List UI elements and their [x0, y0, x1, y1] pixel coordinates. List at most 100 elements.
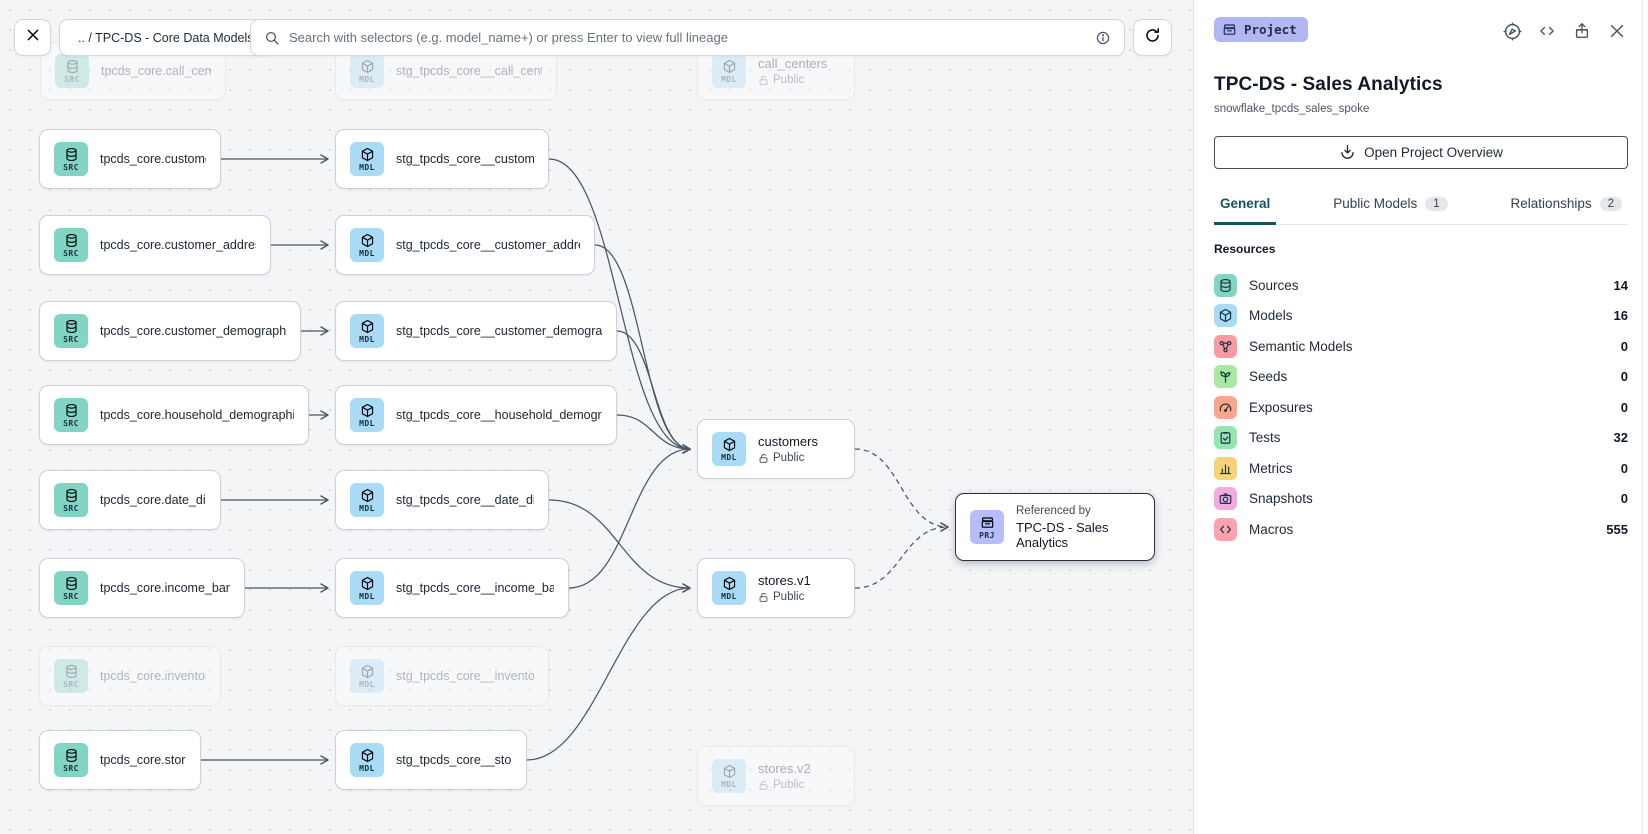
node-type-badge: MDL — [712, 54, 746, 88]
lineage-canvas[interactable]: SRCtpcds_core.call_centerSRCtpcds_core.c… — [0, 0, 1193, 834]
node-label: stg_tpcds_core__household_demogr… — [396, 408, 602, 422]
node-type-badge: MDL — [350, 54, 384, 88]
database-icon — [65, 320, 77, 333]
database-icon — [65, 148, 77, 161]
code-brackets-icon — [1220, 525, 1231, 534]
resource-icon-tile — [1214, 456, 1237, 480]
node-type-label: MDL — [359, 249, 375, 258]
database-icon — [1220, 278, 1231, 292]
resource-label: Semantic Models — [1249, 338, 1353, 354]
lineage-node-store_src[interactable]: SRC tpcds_core.store — [39, 730, 201, 790]
resource-icon-tile — [1214, 487, 1237, 511]
resource-label: Snapshots — [1249, 491, 1313, 507]
node-access: Public — [758, 452, 818, 464]
resource-icon-tile — [1214, 334, 1237, 358]
node-type-badge: MDL — [350, 398, 384, 432]
open-project-overview-label: Open Project Overview — [1364, 145, 1503, 160]
open-project-overview-button[interactable]: Open Project Overview — [1214, 136, 1628, 169]
unlock-icon — [759, 780, 768, 790]
node-type-label: SRC — [63, 504, 79, 513]
edge-customers_pub-to-prj_sales_analytics — [854, 448, 949, 532]
resource-label: Metrics — [1249, 460, 1293, 476]
cube-icon — [723, 437, 735, 452]
cube-icon — [1219, 309, 1232, 323]
close-panel-icon — [1610, 24, 1624, 38]
search-icon — [263, 29, 281, 47]
resource-count: 555 — [1606, 521, 1628, 537]
lens-icon[interactable] — [1501, 20, 1523, 42]
node-type-badge: SRC — [54, 743, 88, 777]
cube-icon — [361, 319, 373, 334]
search-input[interactable] — [289, 30, 1086, 45]
edge-stg_household_demographics-to-customers_pub — [616, 414, 691, 454]
close-lineage-button[interactable] — [14, 19, 51, 56]
node-label: tpcds_core.store — [100, 753, 186, 767]
info-icon — [1096, 31, 1110, 44]
node-type-badge: SRC — [54, 398, 88, 432]
node-note: Referenced by — [1016, 504, 1091, 517]
database-icon — [65, 489, 77, 502]
search-icon — [265, 31, 279, 45]
share-icon[interactable] — [1571, 20, 1593, 42]
database-icon — [65, 665, 77, 678]
cube-icon — [361, 59, 373, 74]
resource-label: Sources — [1249, 277, 1299, 293]
node-type-label: MDL — [359, 335, 375, 344]
unlock-icon — [759, 453, 768, 463]
lineage-node-stg_household_demographics[interactable]: MDL stg_tpcds_core__household_demogr… — [335, 385, 617, 445]
code-icon[interactable] — [1536, 20, 1558, 42]
refresh-button[interactable] — [1133, 19, 1172, 56]
project-box-icon — [981, 517, 993, 528]
node-type-badge: SRC — [54, 228, 88, 262]
cube-icon — [723, 59, 735, 74]
node-label: call_centers — [758, 56, 828, 71]
tab-general[interactable]: General — [1214, 190, 1277, 225]
cube-icon — [723, 764, 735, 779]
node-type-badge: SRC — [54, 659, 88, 693]
project-box-icon — [1222, 22, 1237, 37]
database-icon — [65, 577, 77, 590]
resource-count: 32 — [1613, 430, 1628, 446]
close-icon — [27, 29, 38, 41]
info-icon[interactable] — [1094, 29, 1112, 47]
open-overview-icon — [1339, 144, 1356, 161]
edge-stores_v1_pub-to-prj_sales_analytics — [854, 522, 949, 589]
node-type-label: MDL — [359, 163, 375, 172]
cube-icon — [361, 147, 373, 162]
breadcrumb[interactable]: .. / TPC-DS - Core Data Models — [59, 19, 273, 56]
node-type-badge: MDL — [350, 743, 384, 777]
cube-icon — [361, 576, 373, 591]
node-label: stg_tpcds_core__call_center — [396, 64, 542, 78]
close-panel-icon[interactable] — [1606, 20, 1628, 42]
node-type-badge: SRC — [54, 483, 88, 517]
